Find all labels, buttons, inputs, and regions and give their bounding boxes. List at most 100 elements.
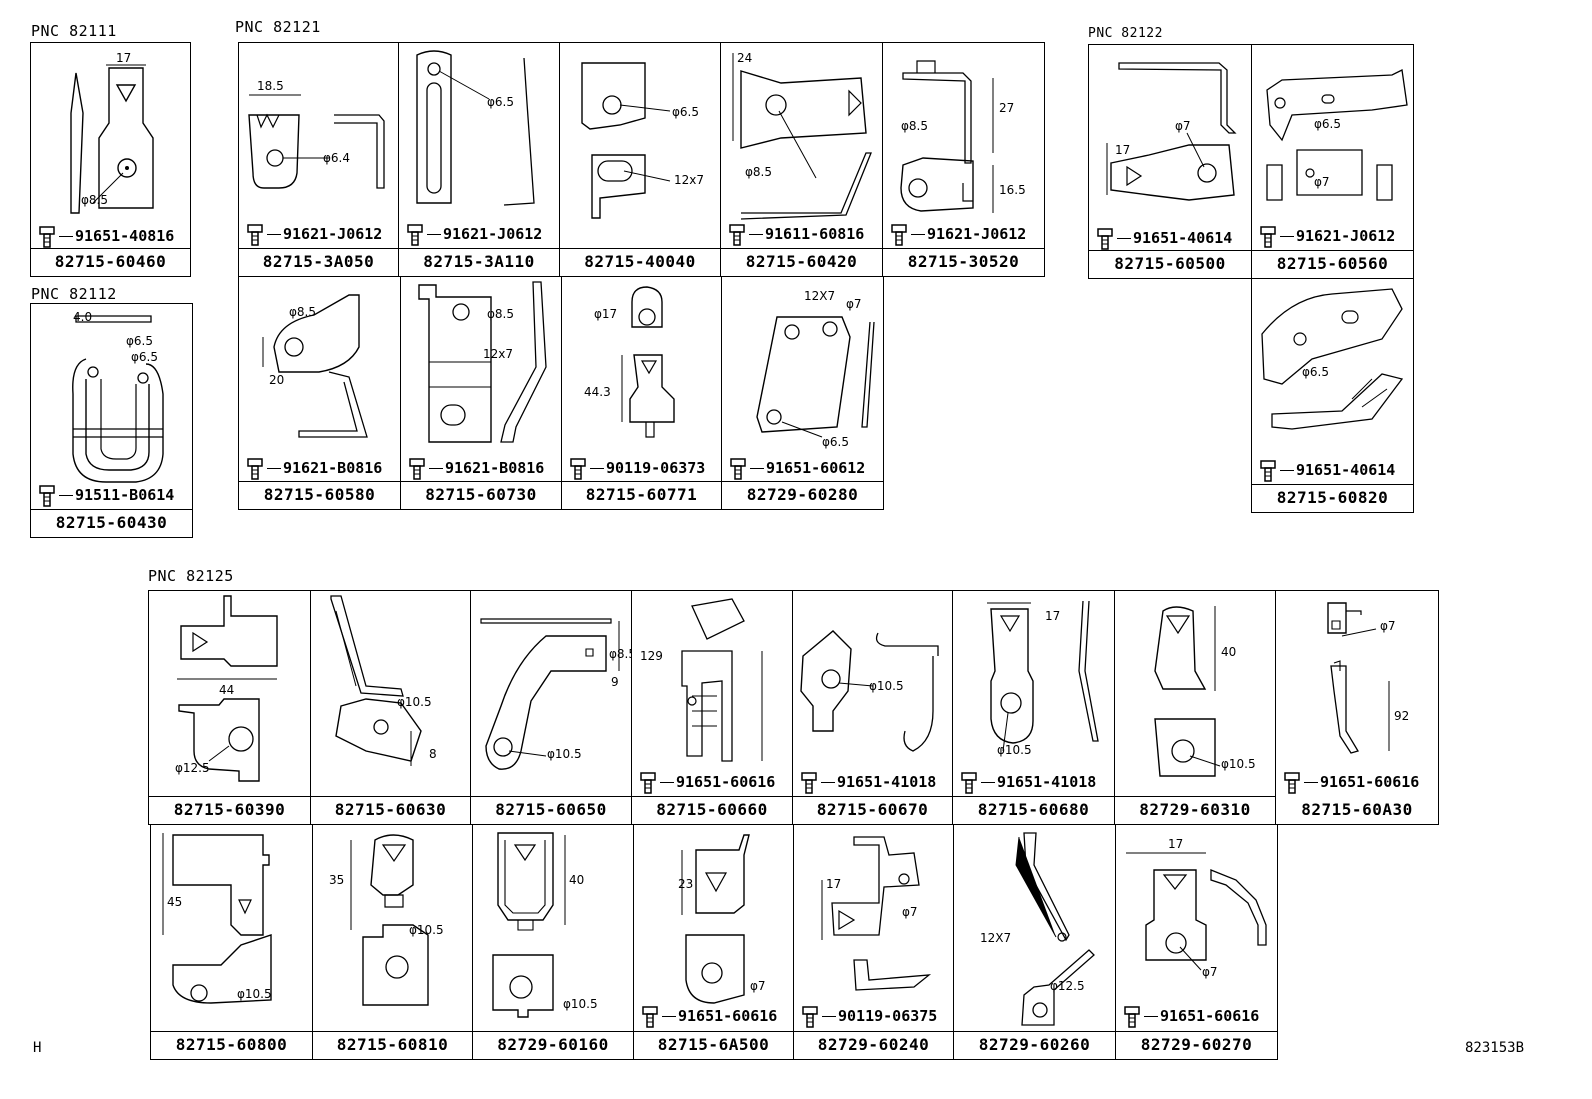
- bolt-callout: 91651-40614: [1095, 227, 1232, 250]
- part-number: 82715-60810: [313, 1031, 472, 1059]
- bolt-callout: 91621-J0612: [889, 223, 1026, 246]
- dimension-label: φ6.5: [822, 435, 849, 449]
- part-number: 82715-60771: [562, 481, 721, 509]
- part-number: 82729-60240: [794, 1031, 953, 1059]
- dimension-label: φ12.5: [1050, 979, 1085, 993]
- page-mark: H: [33, 1040, 42, 1056]
- dimension-label: φ8.5: [609, 647, 636, 661]
- part-cell[interactable]: 44 φ12.5 82715-60390: [148, 590, 311, 825]
- bolt-icon: [1097, 227, 1113, 250]
- dimension-label: φ6.5: [1314, 117, 1341, 131]
- dimension-label: 17: [826, 877, 842, 891]
- part-cell[interactable]: 17 φ7 90119-06375 82729-60240: [793, 824, 954, 1060]
- part-cell[interactable]: φ8.5 9 φ10.5 82715-60650: [470, 590, 636, 825]
- bracket-drawing: [953, 591, 1114, 796]
- bolt-icon: [802, 1005, 818, 1028]
- bracket-drawing: [560, 43, 720, 223]
- bracket-drawing: [883, 43, 1044, 223]
- bolt-callout: 91651-40816: [37, 225, 174, 248]
- part-cell[interactable]: φ8.5 27 16.5 91621-J0612 82715-30520: [882, 42, 1045, 277]
- part-cell[interactable]: 23 φ7 91651-60616 82715-6A500: [633, 824, 794, 1060]
- bracket-drawing: [721, 43, 882, 223]
- part-number: 82715-60420: [721, 248, 882, 276]
- bracket-drawing: [1089, 45, 1251, 225]
- dimension-label: φ10.5: [547, 747, 582, 761]
- bracket-drawing: [31, 43, 190, 223]
- dimension-label: 35: [329, 873, 345, 887]
- part-cell[interactable]: φ6.5 91651-40614 82715-60820: [1251, 278, 1414, 513]
- part-cell[interactable]: φ6.5 91621-J0612 82715-3A110: [398, 42, 560, 277]
- bracket-drawing: [562, 277, 721, 457]
- bolt-callout: 91611-60816: [727, 223, 864, 246]
- bolt-icon: [407, 223, 423, 246]
- bracket-drawing: [313, 825, 472, 1030]
- pnc-label: PNC 82121: [235, 18, 321, 36]
- part-cell[interactable]: 40 φ10.5 82729-60310: [1114, 590, 1276, 825]
- part-cell[interactable]: 24 φ8.5 91611-60816 82715-60420: [720, 42, 883, 277]
- bolt-icon: [409, 457, 425, 480]
- dimension-label: φ10.5: [237, 987, 272, 1001]
- dimension-label: φ8.5: [745, 165, 772, 179]
- part-cell[interactable]: 4.0 φ6.5 φ6.5 91511-B0614 82715-60430: [30, 303, 193, 538]
- dimension-label: φ17: [594, 307, 618, 321]
- part-cell[interactable]: 40 φ10.5 82729-60160: [472, 824, 634, 1060]
- dimension-label: 92: [1394, 709, 1410, 723]
- bolt-icon: [730, 457, 746, 480]
- part-cell[interactable]: 129 91651-60616 82715-60660: [631, 590, 793, 825]
- bracket-drawing: [31, 304, 192, 494]
- bolt-icon: [1124, 1005, 1140, 1028]
- part-number: 82729-60280: [722, 481, 883, 509]
- part-cell[interactable]: φ10.5 91651-41018 82715-60670: [792, 590, 953, 825]
- part-cell[interactable]: 12X7 φ7 φ6.5 91651-60612 82729-60280: [721, 276, 884, 510]
- part-cell[interactable]: φ7 92 91651-60616 82715-60A30: [1275, 590, 1439, 825]
- part-cell[interactable]: φ17 44.3 90119-06373 82715-60771: [561, 276, 722, 510]
- part-number: 82715-60660: [632, 796, 792, 824]
- part-cell[interactable]: 12X7 φ12.5 82729-60260: [953, 824, 1116, 1060]
- dimension-label: φ10.5: [869, 679, 904, 693]
- part-cell[interactable]: 17 φ8.5 91651-40816 82715-60460: [30, 42, 191, 277]
- bolt-callout: 91621-B0816: [407, 457, 544, 480]
- bolt-callout: 91511-B0614: [37, 484, 174, 507]
- bracket-drawing: [634, 825, 793, 1030]
- part-number: 82715-60560: [1252, 250, 1413, 278]
- dimension-label: 44.3: [584, 385, 611, 399]
- part-number: 82715-60460: [31, 248, 190, 276]
- dimension-label: φ8.5: [487, 307, 514, 321]
- bolt-callout: 91621-J0612: [245, 223, 382, 246]
- part-number: 82715-60390: [149, 796, 310, 824]
- dimension-label: φ6.5: [1302, 365, 1329, 379]
- part-cell[interactable]: φ6.5 12x7 82715-40040: [559, 42, 721, 277]
- part-cell[interactable]: φ8.5 20 91621-B0816 82715-60580: [238, 276, 401, 510]
- dimension-label: 8: [429, 747, 437, 761]
- part-cell[interactable]: 17 φ7 91651-60616 82729-60270: [1115, 824, 1278, 1060]
- part-cell[interactable]: 17 φ10.5 91651-41018 82715-60680: [952, 590, 1115, 825]
- bolt-icon: [801, 771, 817, 794]
- bolt-callout: 91651-60616: [1282, 771, 1419, 794]
- part-cell[interactable]: φ10.5 8 82715-60630: [310, 590, 471, 825]
- dimension-label: 12x7: [483, 347, 514, 361]
- part-cell[interactable]: 18.5 φ6.4 91621-J0612 82715-3A050: [238, 42, 399, 277]
- bolt-callout: 90119-06375: [800, 1005, 937, 1028]
- part-number: 82715-60680: [953, 796, 1114, 824]
- part-cell[interactable]: φ8.5 12x7 91621-B0816 82715-60730: [400, 276, 562, 510]
- dimension-label: φ10.5: [563, 997, 598, 1011]
- dimension-label: 24: [737, 51, 753, 65]
- part-cell[interactable]: 35 φ10.5 82715-60810: [312, 824, 473, 1060]
- bolt-callout: 91651-60612: [728, 457, 865, 480]
- dimension-label: φ6.4: [323, 151, 350, 165]
- part-cell[interactable]: 45 φ10.5 82715-60800: [150, 824, 313, 1060]
- dimension-label: φ8.5: [81, 193, 108, 207]
- dimension-label: 40: [1221, 645, 1237, 659]
- part-number: 82715-60500: [1089, 250, 1251, 278]
- part-number: 82715-3A050: [239, 248, 398, 276]
- dimension-label: 129: [640, 649, 663, 663]
- pnc-label: PNC 82112: [31, 285, 117, 303]
- part-cell[interactable]: φ6.5 φ7 91621-J0612 82715-60560: [1251, 44, 1414, 279]
- part-number: 82715-30520: [883, 248, 1044, 276]
- part-cell[interactable]: 17 φ7 91651-40614 82715-60500: [1088, 44, 1252, 279]
- bolt-callout: 91621-B0816: [245, 457, 382, 480]
- bracket-drawing: [399, 43, 559, 223]
- part-number: 82715-60580: [239, 481, 400, 509]
- pnc-label: PNC 82111: [31, 22, 117, 40]
- dimension-label: 16.5: [999, 183, 1026, 197]
